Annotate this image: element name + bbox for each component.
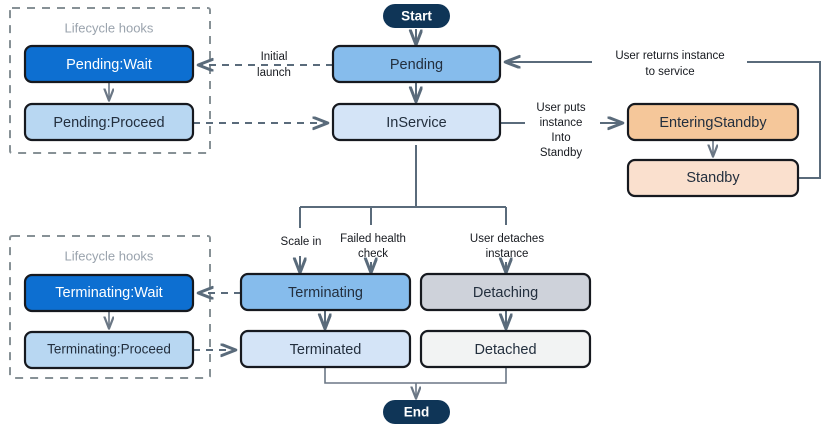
- node-terminating: Terminating: [239, 272, 412, 312]
- edge-detached-to-end: [416, 367, 507, 384]
- node-inservice-label: InService: [386, 115, 446, 131]
- edge-label-user-detaches-line2: instance: [486, 248, 529, 260]
- node-pending-wait: Pending:Wait: [23, 44, 195, 84]
- node-pending-label: Pending: [390, 57, 443, 73]
- edge-label-user-puts-line4: Standby: [540, 147, 582, 159]
- node-end: End: [383, 400, 450, 424]
- node-pending-wait-label: Pending:Wait: [66, 57, 152, 73]
- group-terminating-hooks-title: Lifecycle hooks: [65, 248, 154, 263]
- node-entering-standby: EnteringStandby: [626, 102, 800, 142]
- edge-label-failed-health-line1: Failed health: [340, 233, 406, 245]
- node-standby: Standby: [626, 158, 800, 198]
- node-detaching: Detaching: [419, 272, 592, 312]
- group-pending-hooks: [9, 7, 211, 154]
- node-standby-label: Standby: [686, 170, 740, 186]
- node-terminating-label: Terminating: [288, 285, 363, 301]
- node-pending-proceed: Pending:Proceed: [23, 102, 195, 142]
- edge-label-user-puts-line1: User puts: [536, 102, 585, 114]
- edge-label-user-puts-line3: Into: [551, 132, 570, 144]
- node-inservice: InService: [331, 102, 502, 142]
- edge-label-user-puts-line2: instance: [540, 117, 583, 129]
- node-detached: Detached: [419, 329, 592, 369]
- edge-label-user-returns-line2: to service: [645, 66, 694, 78]
- edge-label-failed-health-line2: check: [358, 248, 388, 260]
- edge-terminated-to-end: [324, 367, 416, 384]
- edge-label-user-returns-line1: User returns instance: [615, 50, 724, 62]
- group-pending-hooks-title: Lifecycle hooks: [65, 20, 154, 35]
- node-start: Start: [383, 4, 450, 28]
- edge-label-initial-launch-line2: launch: [257, 67, 291, 79]
- node-terminating-wait: Terminating:Wait: [23, 273, 195, 313]
- group-terminating-hooks: [9, 235, 211, 379]
- end-label: End: [404, 405, 430, 420]
- node-detached-label: Detached: [474, 342, 536, 358]
- edge-standby-to-pending: [747, 61, 821, 179]
- edge-label-scale-in: Scale in: [281, 236, 322, 248]
- node-terminated: Terminated: [239, 329, 412, 369]
- start-label: Start: [401, 9, 432, 24]
- node-entering-standby-label: EnteringStandby: [659, 115, 767, 131]
- node-terminated-label: Terminated: [290, 342, 362, 358]
- node-terminating-proceed: Terminating:Proceed: [23, 330, 195, 370]
- edge-label-initial-launch-line1: Initial: [261, 51, 288, 63]
- node-detaching-label: Detaching: [473, 285, 538, 301]
- node-pending: Pending: [331, 44, 502, 84]
- node-terminating-wait-label: Terminating:Wait: [55, 285, 162, 301]
- edge-label-user-detaches-line1: User detaches: [470, 233, 544, 245]
- node-pending-proceed-label: Pending:Proceed: [53, 115, 164, 131]
- node-terminating-proceed-label: Terminating:Proceed: [47, 342, 171, 357]
